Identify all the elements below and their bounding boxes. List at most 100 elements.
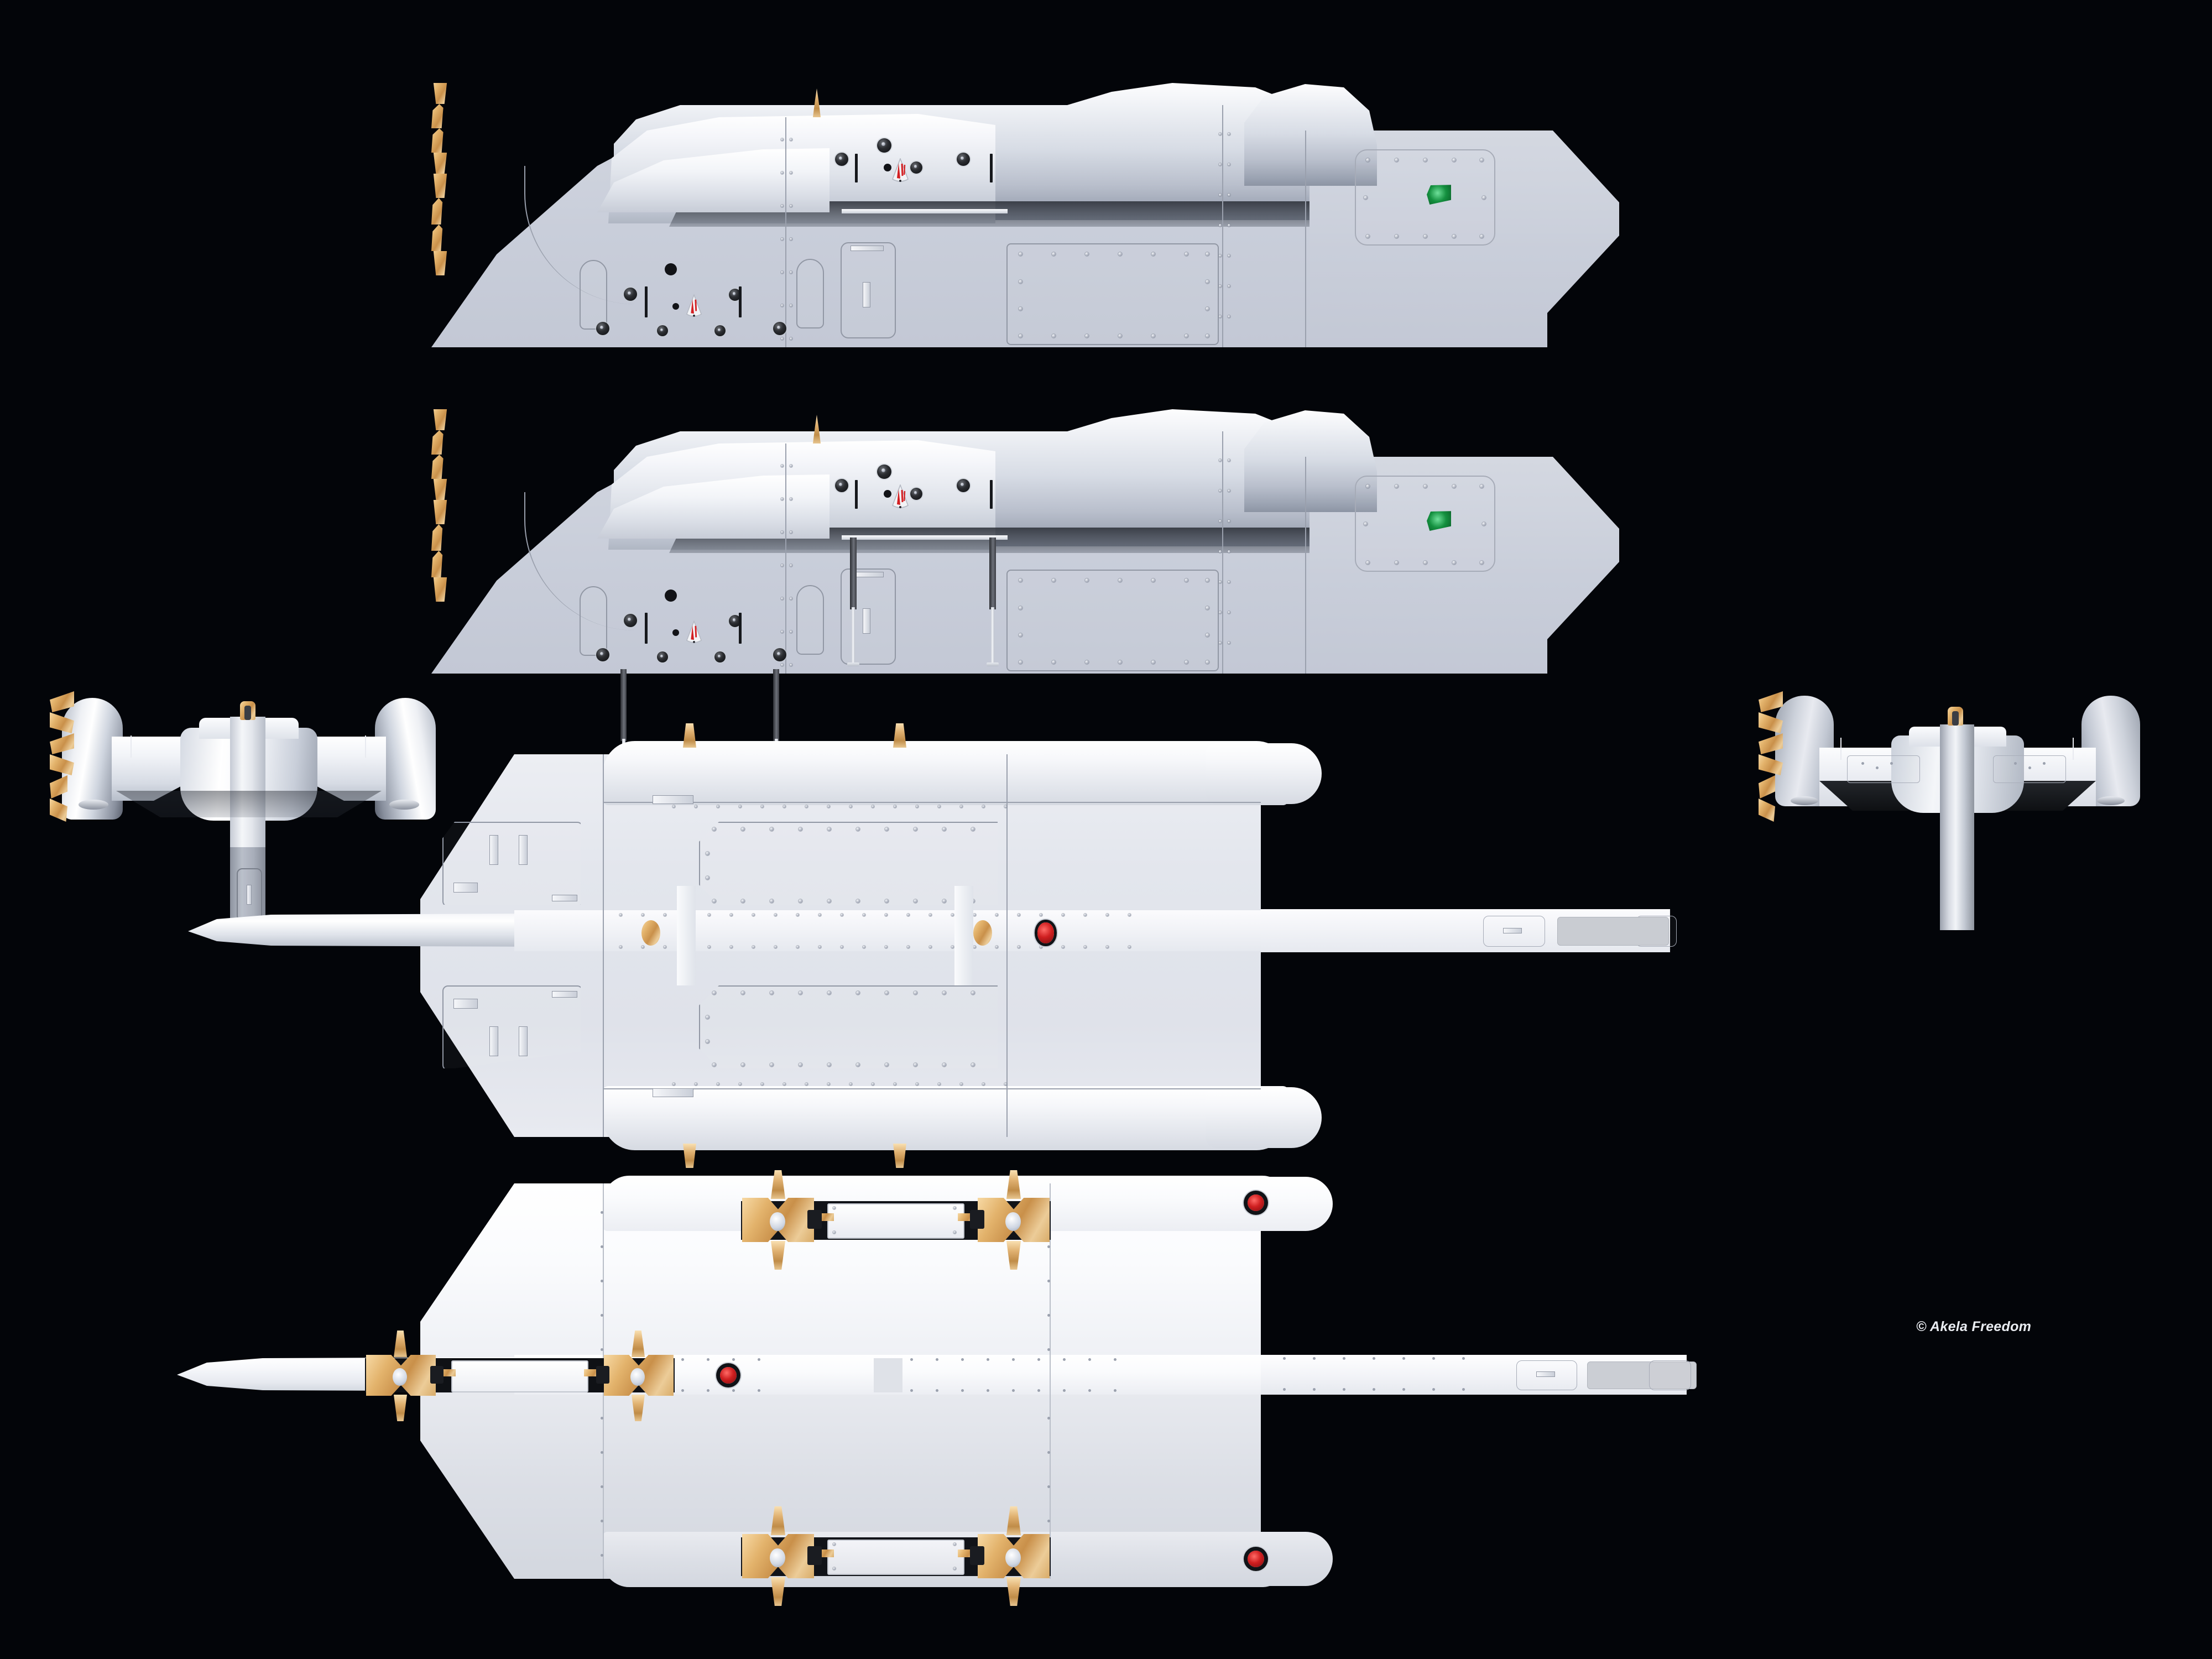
sensor-port	[657, 651, 668, 662]
front-tail-slot	[247, 885, 252, 905]
keyhole-handle	[580, 586, 607, 656]
tailplane-slot	[1503, 928, 1522, 933]
panel-line-vertical	[785, 117, 786, 347]
vent-hole	[672, 629, 679, 636]
top-panel-vent	[552, 991, 577, 998]
panel-line-vertical	[603, 754, 604, 1137]
sensor-port	[910, 161, 922, 174]
top-right-boom-cap	[1206, 1087, 1322, 1148]
tailplane-panel	[1649, 1360, 1691, 1390]
sensor-port	[714, 325, 726, 336]
door-latch	[863, 282, 870, 307]
nav-light-red-icon	[1248, 1194, 1264, 1211]
tail-access-panel	[1355, 149, 1495, 246]
top-panel-slot	[489, 835, 498, 865]
boom-intake-vent	[653, 795, 693, 804]
panel-line-vertical	[785, 444, 786, 674]
rotor-assembly	[730, 1170, 1062, 1270]
top-inboard-panel	[442, 822, 581, 905]
vent-hole	[884, 164, 891, 171]
view-rear	[1759, 691, 2168, 946]
vent-hole	[884, 490, 891, 498]
gear-fitting-extended	[431, 430, 444, 455]
gear-fitting-extended	[433, 577, 447, 602]
vent-hole	[665, 263, 677, 275]
gear-foot	[987, 662, 999, 666]
top-bay-panel	[699, 985, 998, 1068]
sensor-port	[957, 153, 970, 166]
spine-door-patch	[874, 1358, 902, 1392]
panel-line-vertical	[1222, 431, 1223, 674]
gear-bay-rail	[842, 535, 1008, 540]
gear-strut-lower	[852, 607, 855, 665]
sensor-port	[596, 322, 609, 335]
gear-strut-lower	[991, 607, 994, 665]
vent-hole	[665, 589, 677, 602]
sensor-port	[714, 651, 726, 662]
whisker-antenna-icon	[2073, 738, 2074, 760]
sensor-port	[657, 325, 668, 336]
rear-rotor-hub	[2097, 796, 2125, 805]
top-panel-slot	[453, 999, 478, 1009]
sensor-port	[957, 479, 970, 492]
panel-line-vertical	[1222, 105, 1223, 347]
bottom-right-boom-cap	[1206, 1532, 1333, 1586]
whisker-antenna-icon	[131, 735, 132, 758]
sensor-port	[624, 288, 637, 301]
blade-antenna-icon	[855, 480, 858, 509]
tail-access-panel	[1355, 476, 1495, 572]
top-right-boom	[603, 1086, 1288, 1150]
nav-light-red-icon	[720, 1367, 737, 1384]
keyhole-handle	[796, 585, 824, 655]
rotor-stub-icon	[683, 1144, 696, 1168]
blade-antenna-icon	[645, 286, 648, 317]
sensor-port	[729, 615, 741, 627]
gear-fitting-retracted	[433, 153, 447, 174]
front-underwing-shadow	[116, 791, 382, 817]
gear-strut-upper	[989, 538, 996, 609]
sensor-port	[835, 153, 848, 166]
service-hatch	[1006, 243, 1219, 345]
gear-fitting-extended	[431, 455, 444, 479]
blade-antenna-icon	[739, 613, 742, 644]
rear-rotor-hub	[1791, 796, 1818, 805]
blade-antenna-icon	[855, 154, 858, 182]
sensor-port	[910, 488, 922, 500]
warning-placard-icon	[686, 620, 702, 645]
sensor-port	[773, 322, 786, 335]
sensor-port	[624, 614, 637, 627]
tilt-fitting-icon	[973, 920, 992, 946]
boom-intake-vent	[653, 1088, 693, 1097]
antenna-core	[1952, 711, 1959, 726]
dorsal-antenna-icon	[813, 415, 821, 444]
top-panel-slot	[519, 1026, 528, 1056]
top-left-boom-cap	[1206, 743, 1322, 804]
view-top	[188, 723, 1836, 1168]
tailplane-plate	[1557, 917, 1669, 946]
rotor-stub-icon	[893, 1144, 906, 1168]
top-bay-panel	[699, 822, 998, 905]
sensor-port	[596, 648, 609, 661]
view-side-gear-down	[431, 409, 1814, 830]
tailplane-slot	[1536, 1371, 1555, 1377]
rear-tail-boom	[1940, 724, 1974, 930]
door-latch	[863, 608, 870, 634]
antenna-core	[244, 706, 251, 720]
gear-fitting-retracted	[431, 225, 443, 251]
gear-fitting-retracted	[431, 198, 443, 225]
gear-fitting-retracted	[431, 104, 444, 128]
tailplane-panel	[1516, 1360, 1577, 1390]
panel-line-vertical	[1006, 754, 1008, 1137]
panel-line-horizontal	[603, 1088, 1261, 1089]
whisker-antenna-icon	[365, 735, 366, 758]
view-side-gear-up	[431, 83, 1814, 371]
whisker-antenna-icon	[1840, 738, 1841, 760]
front-rotor-hub	[79, 800, 108, 810]
gear-foot	[847, 662, 859, 666]
top-fin-root	[677, 886, 696, 985]
tailplane-plate	[1587, 1361, 1697, 1389]
top-panel-slot	[519, 835, 528, 865]
wing-service-panel	[1993, 755, 2066, 783]
warning-placard-icon	[686, 294, 702, 319]
